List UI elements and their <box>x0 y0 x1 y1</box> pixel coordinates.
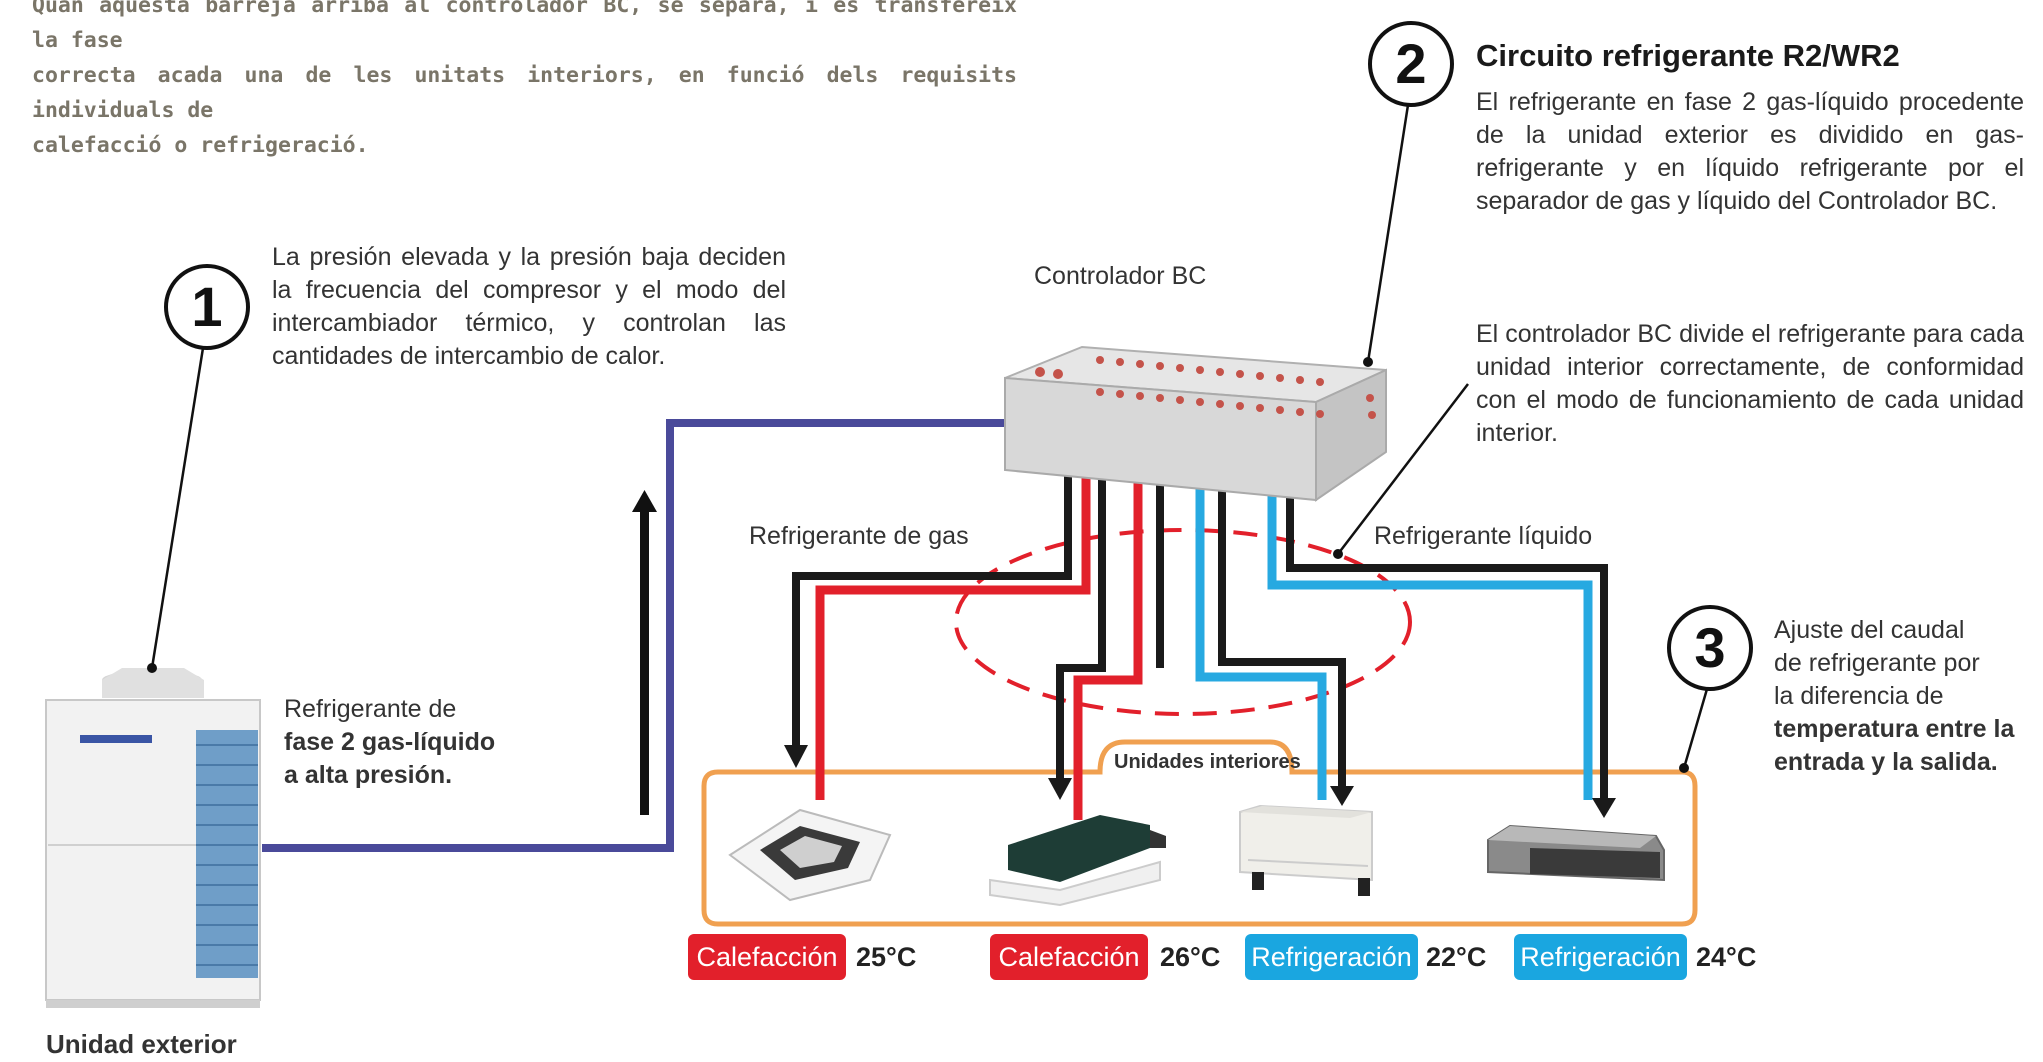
outdoor-unit-label: Unidad exterior <box>46 1029 237 1059</box>
unit-2-temp: 26°C <box>1160 942 1221 972</box>
unit-3-temp: 22°C <box>1426 942 1487 972</box>
indoor-unit-floor <box>1239 804 1373 896</box>
step-1-line: intercambiador térmico, y controlan las <box>272 309 786 337</box>
bc-controller-label: Controlador BC <box>1034 262 1207 290</box>
bc-divide-line: unidad interior correctamente, de confor… <box>1476 353 2024 381</box>
indoor-unit-cassette <box>728 808 892 902</box>
step-3-leader <box>1682 688 1709 769</box>
pipes-unit-2 <box>1048 475 1164 820</box>
step-3-description: Ajuste del caudal de refrigerante por la… <box>1774 614 2034 779</box>
step-3-bold-line: temperatura entre la <box>1774 715 2015 743</box>
indoor-units-frame <box>701 739 1698 927</box>
step-3-line: de refrigerante por <box>1774 649 1980 677</box>
indoor-unit-ducted <box>1487 824 1665 882</box>
step-1-line: cantidades de intercambio de calor. <box>272 342 666 370</box>
gas-refrigerant-label: Refrigerante de gas <box>749 522 969 550</box>
upward-flow-arrow <box>632 490 657 815</box>
bc-divide-line: con el modo de funcionamiento de cada un… <box>1476 386 2024 414</box>
intro-line: correcta acada una de les unitats interi… <box>32 63 1017 123</box>
outdoor-refrigerant-line: fase 2 gas-líquido <box>284 728 496 756</box>
step-3-line: Ajuste del caudal <box>1774 616 1965 644</box>
bc-divide-line: interior. <box>1476 419 1558 447</box>
unit-4-temp: 24°C <box>1696 942 1757 972</box>
intro-paragraph: Quan aquesta barreja arriba al controlad… <box>32 0 1017 163</box>
unit-4-mode-badge: Refrigeración <box>1514 934 1687 980</box>
step-2-leader <box>1366 104 1410 363</box>
step-2-line: refrigerante y en líquido refrigerante p… <box>1476 154 2024 182</box>
outdoor-pipe <box>262 419 1012 852</box>
step-2-line: de la unidad exterior es dividido en gas… <box>1476 121 2024 149</box>
liquid-refrigerant-label: Refrigerante líquido <box>1374 522 1593 550</box>
intro-line: calefacció o refrigeració. <box>32 133 369 158</box>
unit-1-temp: 25°C <box>856 942 917 972</box>
unit-1-mode-badge: Calefacción <box>688 934 846 980</box>
bc-controller-unit <box>1004 345 1387 502</box>
step-2-line: separador de gas y líquido del Controlad… <box>1476 187 1998 215</box>
step-2-number: 2 <box>1395 32 1427 95</box>
step-1-description: La presión elevada y la presión baja dec… <box>272 241 786 373</box>
intro-line: Quan aquesta barreja arriba al controlad… <box>32 0 1017 53</box>
step-2-description: El refrigerante en fase 2 gas-líquido pr… <box>1476 86 2024 218</box>
step-2-title: Circuito refrigerante R2/WR2 <box>1476 38 1900 73</box>
pipes-unit-3 <box>1195 485 1354 806</box>
pipes-unit-1 <box>784 455 1091 800</box>
outdoor-refrigerant-line: Refrigerante de <box>284 695 457 723</box>
step-2-circle <box>1368 21 1454 107</box>
outdoor-refrigerant-label: Refrigerante de fase 2 gas-líquido a alt… <box>284 693 544 792</box>
unit-2-mode-badge: Calefacción <box>990 934 1148 980</box>
indoor-unit-ceiling <box>989 815 1166 907</box>
step-3-number: 3 <box>1694 616 1726 679</box>
outdoor-refrigerant-line: a alta presión. <box>284 761 453 789</box>
bc-divide-leader <box>1337 383 1469 555</box>
bc-divide-line: El controlador BC divide el refrigerante… <box>1476 320 2024 348</box>
step-3-line: la diferencia de <box>1774 682 1944 710</box>
step-1-number: 1 <box>191 275 223 338</box>
step-3-bold-line: entrada y la salida. <box>1774 748 1998 776</box>
pipes-unit-4 <box>1267 495 1616 818</box>
dashed-distribution-ellipse <box>954 528 1412 716</box>
indoor-units-label: Unidades interiores <box>1114 751 1301 773</box>
unit-3-mode-badge: Refrigeración <box>1245 934 1418 980</box>
step-3-circle <box>1667 605 1753 691</box>
step-1-circle <box>164 264 250 350</box>
step-1-line: la frecuencia del compresor y el modo de… <box>272 276 786 304</box>
step-2-line: El refrigerante en fase 2 gas-líquido pr… <box>1476 88 2024 116</box>
outdoor-unit <box>45 668 261 1008</box>
bc-divide-description: El controlador BC divide el refrigerante… <box>1476 318 2024 450</box>
step-1-line: La presión elevada y la presión baja dec… <box>272 243 786 271</box>
step-1-leader <box>150 347 205 669</box>
